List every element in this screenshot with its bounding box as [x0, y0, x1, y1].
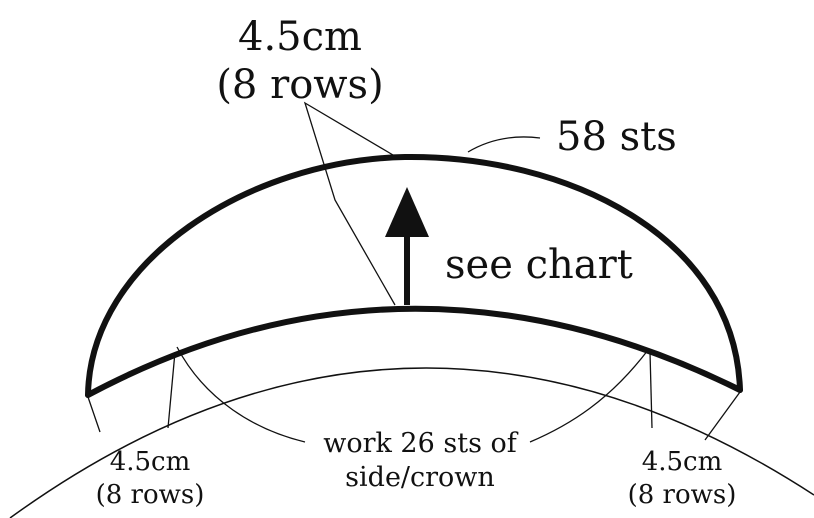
crown-outline — [9, 367, 814, 518]
left-rows-leader — [167, 351, 176, 429]
top-rows-label: (8 rows) — [216, 62, 383, 108]
top-rows-leader — [303, 101, 396, 306]
left-outer-leader — [87, 396, 101, 433]
panel-bottom-edge — [85, 305, 743, 398]
direction-arrow-head — [385, 187, 429, 237]
right-rows-label: (8 rows) — [628, 480, 737, 510]
top-size-label: 4.5cm — [238, 14, 362, 60]
stitch-count-label: 58 sts — [556, 114, 677, 160]
right-outer-leader — [704, 391, 741, 441]
panel-top-edge — [85, 153, 743, 398]
right-rows-leader — [649, 351, 653, 429]
right-size-label: 4.5cm — [642, 447, 723, 477]
bottom-center-line2: side/crown — [345, 462, 495, 493]
bottom-right-leader — [529, 349, 649, 443]
bottom-left-leader — [176, 346, 306, 443]
left-size-label: 4.5cm — [110, 447, 191, 477]
bottom-center-line1: work 26 sts of — [323, 428, 519, 459]
left-rows-label: (8 rows) — [96, 480, 205, 510]
direction-label: see chart — [445, 242, 633, 288]
stitch-count-leader — [467, 136, 541, 153]
